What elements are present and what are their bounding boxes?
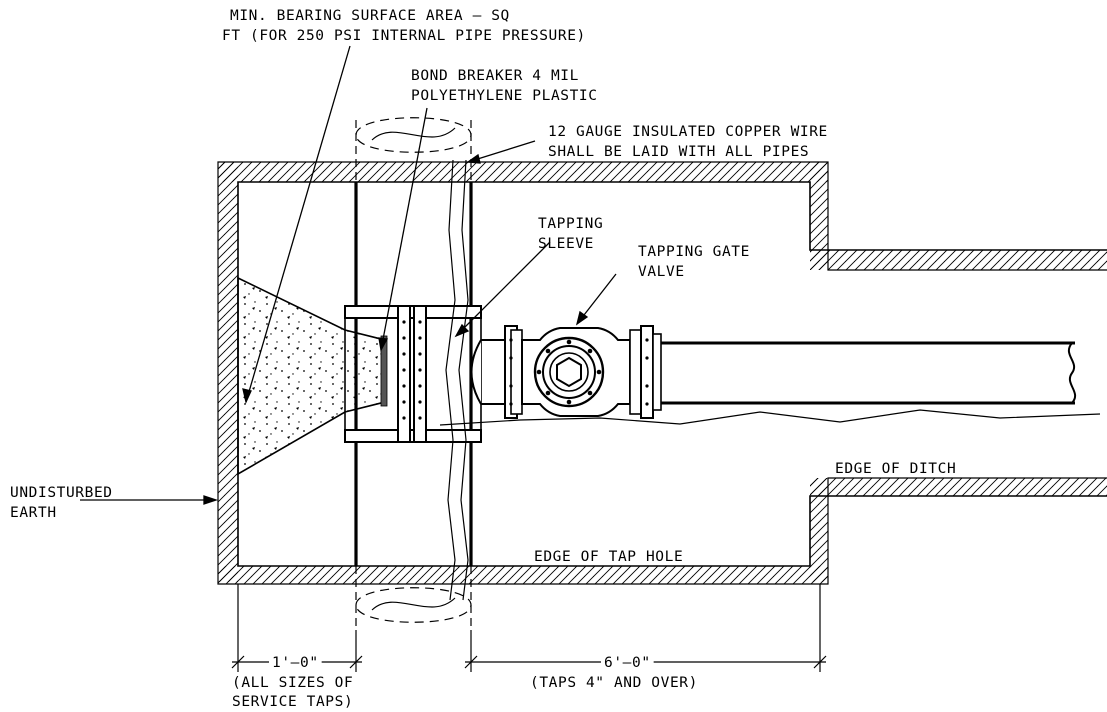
gate-valve-label-2: VALVE xyxy=(638,264,685,280)
edge-of-tap-hole-label: EDGE OF TAP HOLE xyxy=(534,549,683,565)
bearing-area-label-1: MIN. BEARING SURFACE AREA – SQ xyxy=(230,8,510,24)
edge-of-ditch-label: EDGE OF DITCH xyxy=(835,461,956,477)
tapping-sleeve xyxy=(344,305,482,443)
copper-wire-label-2: SHALL BE LAID WITH ALL PIPES xyxy=(548,144,809,160)
excavation-outline xyxy=(217,161,1107,585)
dim-left-value-backing xyxy=(269,655,322,671)
branch-pipe xyxy=(661,341,1077,405)
bond-breaker-label-1: BOND BREAKER 4 MIL xyxy=(411,68,579,84)
annotation-labels: MIN. BEARING SURFACE AREA – SQ FT (FOR 2… xyxy=(10,8,956,710)
copper-wire-label-1: 12 GAUGE INSULATED COPPER WIRE xyxy=(548,124,828,140)
dim-left-value: 1'–0" xyxy=(272,655,319,671)
tapping-sleeve-label-1: TAPPING xyxy=(538,216,603,232)
dim-right-value: 6'–0" xyxy=(604,655,651,671)
undisturbed-earth-label-1: UNDISTURBED xyxy=(10,485,113,501)
gate-valve-label-1: TAPPING GATE xyxy=(638,244,750,260)
dim-left-note-1: (ALL SIZES OF xyxy=(232,675,353,691)
bond-breaker-label-2: POLYETHYLENE PLASTIC xyxy=(411,88,598,104)
dim-left-note-2: SERVICE TAPS) xyxy=(232,694,353,710)
copper-tracer-wire xyxy=(439,159,1101,601)
tapping-gate-valve xyxy=(481,325,662,419)
undisturbed-earth-label-2: EARTH xyxy=(10,505,57,521)
bearing-area-label-2: FT (FOR 250 PSI INTERNAL PIPE PRESSURE) xyxy=(222,28,586,44)
dim-right-value-backing xyxy=(601,655,654,671)
tapping-sleeve-label-2: SLEEVE xyxy=(538,236,594,252)
dim-right-note: (TAPS 4" AND OVER) xyxy=(530,675,698,691)
leader-lines xyxy=(80,45,617,505)
